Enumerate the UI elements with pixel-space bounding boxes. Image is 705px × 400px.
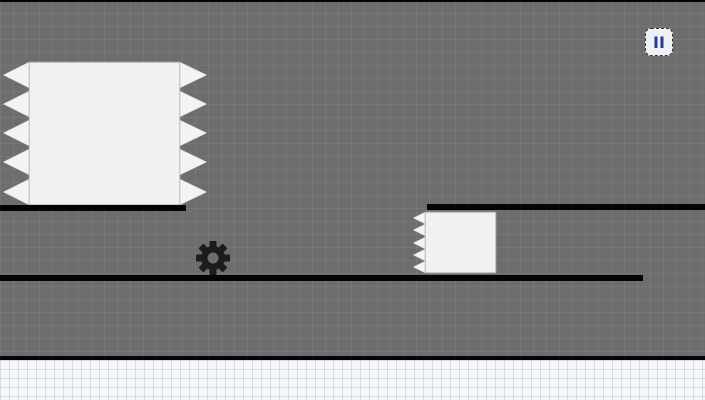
right-spikes [179, 61, 208, 206]
top-border [0, 0, 705, 2]
ground-line [0, 356, 705, 360]
small-spike-block [412, 211, 497, 274]
gear-player-icon [196, 241, 230, 275]
large-spike-block [2, 61, 208, 206]
graph-paper-floor [0, 360, 705, 400]
middle-platform [0, 275, 643, 281]
upper-left-platform [0, 205, 186, 211]
upper-right-platform [427, 204, 705, 210]
pause-icon: II [653, 32, 665, 52]
pause-button[interactable]: II [645, 28, 673, 56]
left-spikes [2, 61, 30, 206]
